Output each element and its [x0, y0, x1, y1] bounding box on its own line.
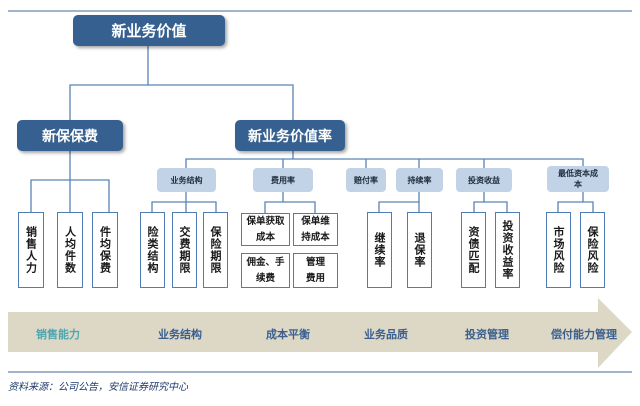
band-structure: 业务结构	[158, 328, 202, 341]
leaf-investment-yield: 投资收益率	[495, 212, 520, 288]
leaf-surrender-rate: 退保率	[407, 212, 432, 288]
progress-arrow	[8, 298, 632, 368]
leaf-payment-term: 交费期限	[172, 212, 197, 288]
cat-investment: 投资收益	[456, 168, 512, 192]
band-solvency: 偿付能力管理	[551, 328, 617, 341]
leaf-insurance-risk: 保险风险	[580, 212, 605, 288]
node-label: 新业务价值率	[248, 128, 332, 145]
leaf-product-mix: 险类结构	[140, 212, 165, 288]
band-investment: 投资管理	[465, 328, 509, 341]
band-quality: 业务品质	[364, 328, 408, 341]
leaf-admin-expense: 管理费用	[293, 253, 338, 288]
band-cost: 成本平衡	[266, 328, 310, 341]
leaf-sales-force: 销售人力	[18, 212, 44, 288]
node-nbv-margin: 新业务价值率	[235, 120, 345, 151]
leaf-coverage-term: 保险期限	[203, 212, 228, 288]
leaf-acquisition-cost: 保单获取成本	[241, 213, 290, 246]
leaf-commission: 佣金、手续费	[241, 253, 290, 288]
leaf-alm: 资债匹配	[461, 212, 486, 288]
leaf-market-risk: 市场风险	[546, 212, 571, 288]
root-node: 新业务价值	[73, 15, 225, 46]
node-label: 新保保费	[42, 128, 98, 145]
cat-structure: 业务结构	[157, 168, 216, 192]
node-new-premium: 新保保费	[17, 120, 123, 151]
leaf-premium-per-case: 件均保费	[92, 212, 118, 288]
cat-claims: 赔付率	[346, 168, 386, 192]
leaf-maintenance-cost: 保单维持成本	[293, 213, 338, 246]
band-sales: 销售能力	[36, 328, 80, 341]
source-note: 资料来源：公司公告，安信证券研究中心	[8, 382, 188, 393]
leaf-continuation-rate: 继续率	[367, 212, 392, 288]
cat-expense: 费用率	[253, 168, 313, 192]
cat-persistency: 持续率	[396, 168, 443, 192]
cat-capital: 最低资本成本	[547, 166, 609, 192]
leaf-cases-per-agent: 人均件数	[57, 212, 83, 288]
root-label: 新业务价值	[111, 22, 187, 40]
